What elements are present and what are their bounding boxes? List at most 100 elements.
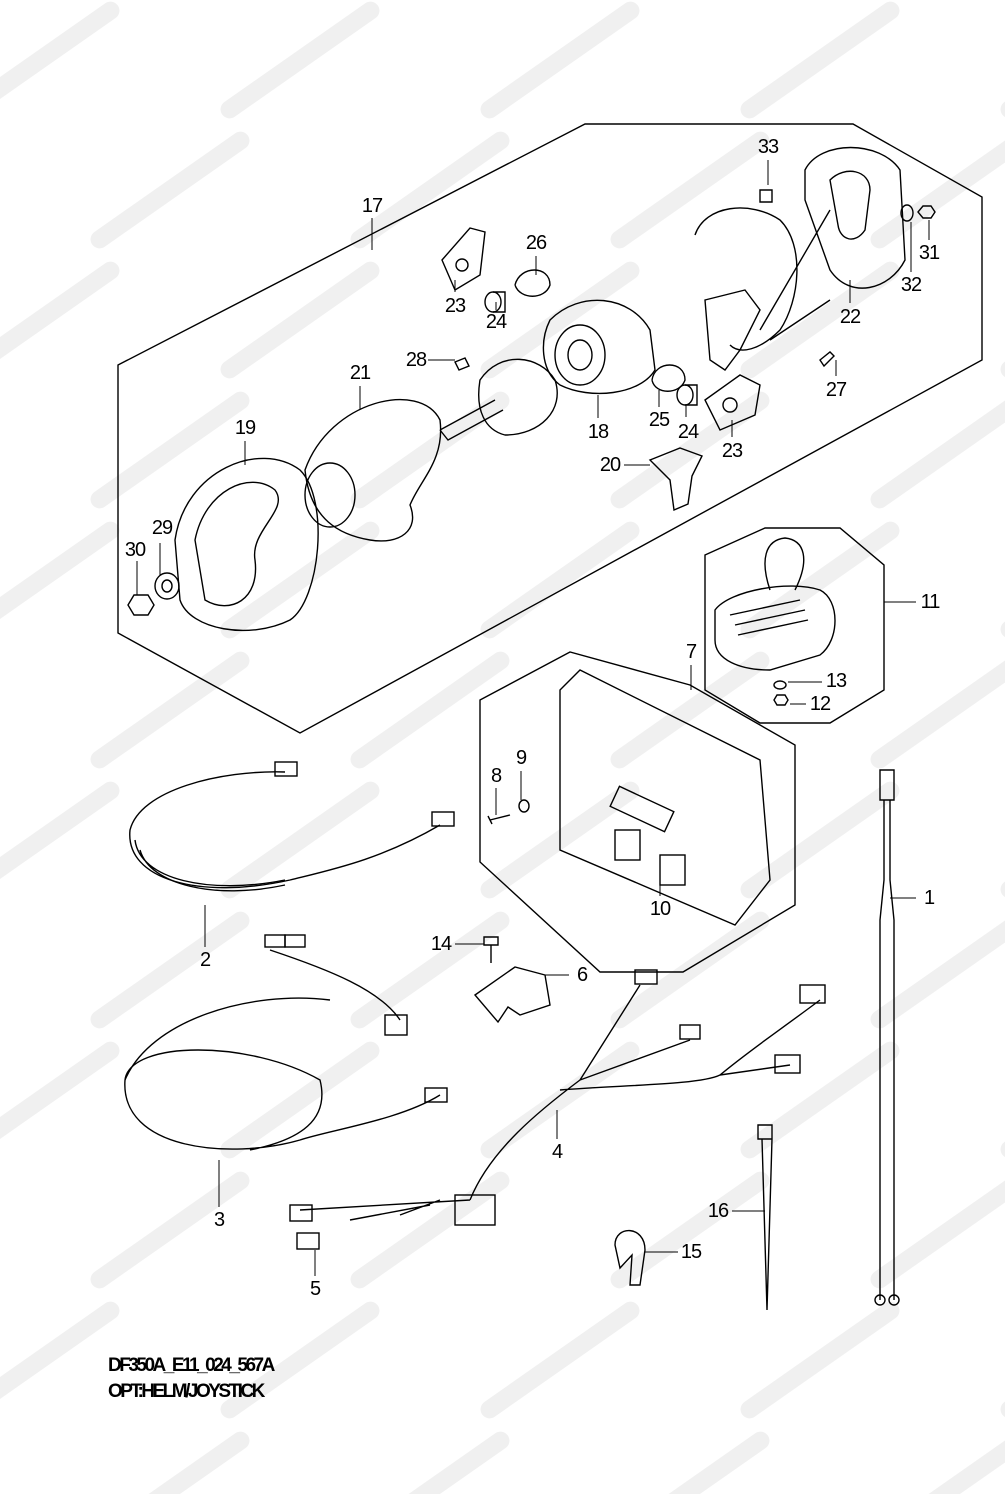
part-20-clip [648, 447, 703, 512]
watermark-mark [90, 391, 250, 509]
callout-14[interactable]: 14 [430, 933, 452, 955]
callout-6[interactable]: 6 [576, 964, 588, 986]
part-25-spring [651, 364, 686, 392]
callout-1[interactable]: 1 [923, 887, 935, 909]
watermark-mark [90, 911, 250, 1029]
watermark-mark [610, 131, 770, 249]
watermark-mark [0, 261, 120, 379]
callout-9[interactable]: 9 [515, 747, 527, 769]
part-6-bracket [473, 966, 551, 1024]
watermark-mark [480, 1301, 640, 1419]
callout-22[interactable]: 22 [839, 306, 861, 328]
watermark-mark [220, 781, 380, 899]
part-23-bracket-b [704, 374, 761, 431]
watermark-mark [350, 651, 510, 769]
watermark-mark [350, 1431, 510, 1494]
callout-24-b[interactable]: 24 [677, 421, 699, 443]
part-32-washer [900, 204, 914, 222]
watermark-mark [610, 911, 770, 1029]
part-11-joystick [714, 585, 836, 671]
watermark-mark [90, 651, 250, 769]
watermark-mark [0, 781, 120, 899]
callout-25[interactable]: 25 [648, 409, 670, 431]
watermark-mark [740, 521, 900, 639]
watermark-mark [740, 261, 900, 379]
callout-21[interactable]: 21 [349, 362, 371, 384]
callout-27[interactable]: 27 [825, 379, 847, 401]
callout-13[interactable]: 13 [825, 670, 847, 692]
part-1-lead [879, 769, 895, 1300]
watermark-mark [0, 521, 120, 639]
watermark-mark [0, 1041, 120, 1159]
callout-24[interactable]: 24 [485, 311, 507, 333]
part-8-screw [487, 814, 511, 825]
watermark-mark [90, 131, 250, 249]
watermark-mark [610, 391, 770, 509]
callout-15[interactable]: 15 [680, 1241, 702, 1263]
callout-28[interactable]: 28 [405, 349, 427, 371]
watermark-mark [220, 521, 380, 639]
callout-8[interactable]: 8 [490, 765, 502, 787]
watermark-mark [480, 1, 640, 119]
group-frame-joystick [704, 527, 885, 724]
callout-23-b[interactable]: 23 [721, 440, 743, 462]
part-shaft-assembly [439, 358, 558, 441]
part-33-clip [759, 189, 773, 203]
callout-12[interactable]: 12 [809, 693, 831, 715]
part-29-washer [154, 572, 180, 600]
part-30-nut [127, 594, 155, 616]
watermark-mark [90, 1171, 250, 1289]
watermark-mark [870, 1431, 1005, 1494]
part-23-bracket [441, 227, 486, 292]
watermark-mark [220, 1041, 380, 1159]
callout-3[interactable]: 3 [213, 1209, 225, 1231]
callout-16[interactable]: 16 [707, 1200, 729, 1222]
watermark-mark [610, 651, 770, 769]
part-2-harness [129, 771, 441, 889]
part-13-washer [773, 680, 787, 690]
watermark-mark [350, 131, 510, 249]
part-24-bushing [484, 291, 502, 313]
part-22-plate [804, 146, 906, 289]
callout-4[interactable]: 4 [551, 1141, 563, 1163]
watermark-mark [350, 391, 510, 509]
part-7-controller [559, 669, 771, 926]
watermark-mark [90, 1431, 250, 1494]
part-21-housing [304, 398, 442, 542]
callout-11[interactable]: 11 [920, 591, 941, 613]
callout-19[interactable]: 19 [234, 417, 256, 439]
callout-20[interactable]: 20 [599, 454, 621, 476]
watermark-mark [870, 1171, 1005, 1289]
callout-23[interactable]: 23 [444, 295, 466, 317]
callout-17[interactable]: 17 [361, 195, 383, 217]
part-18-motor [542, 299, 656, 395]
watermark-mark [350, 911, 510, 1029]
callout-30[interactable]: 30 [124, 539, 146, 561]
callout-33[interactable]: 33 [757, 136, 779, 158]
watermark-mark [740, 1041, 900, 1159]
group-frame-controller [479, 651, 796, 973]
callout-5[interactable]: 5 [309, 1278, 321, 1300]
diagram-caption: OPT:HELM/JOYSTICK [108, 1381, 265, 1402]
callout-10[interactable]: 10 [649, 898, 671, 920]
callout-18[interactable]: 18 [587, 421, 609, 443]
watermark-mark [740, 1, 900, 119]
watermark-mark [220, 261, 380, 379]
watermark-mark [0, 1301, 120, 1419]
callout-2[interactable]: 2 [199, 949, 211, 971]
watermark-mark [350, 1171, 510, 1289]
callout-26[interactable]: 26 [525, 232, 547, 254]
part-28-key [454, 357, 470, 371]
part-5-connector [296, 1232, 320, 1250]
watermark-mark [480, 521, 640, 639]
watermark-mark [740, 781, 900, 899]
callout-31[interactable]: 31 [918, 242, 940, 264]
callout-32[interactable]: 32 [900, 274, 922, 296]
part-16-cable-tie [757, 1124, 773, 1311]
callout-7[interactable]: 7 [685, 641, 697, 663]
callout-29[interactable]: 29 [151, 517, 173, 539]
watermark-mark [220, 1301, 380, 1419]
part-14-bolt [483, 936, 499, 963]
leader-lines [136, 160, 930, 1276]
